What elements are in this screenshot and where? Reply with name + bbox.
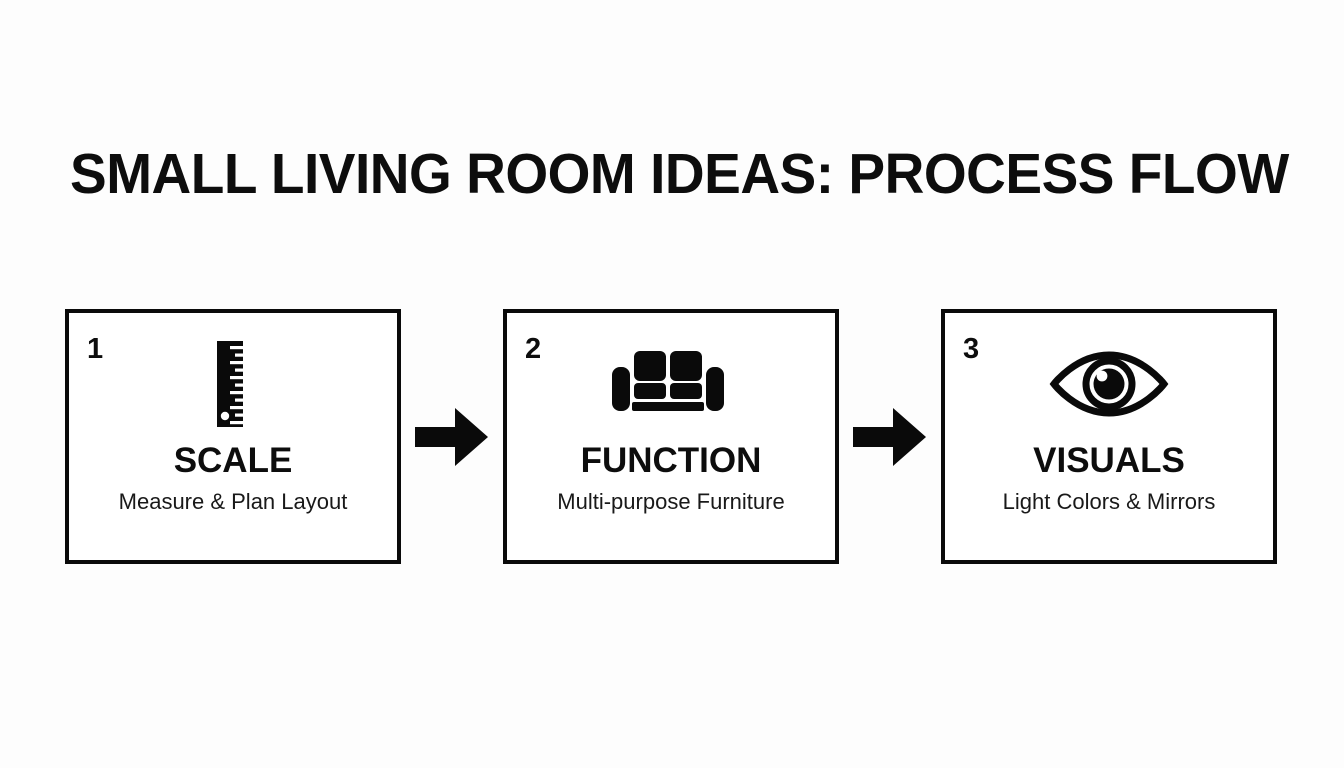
step-title: FUNCTION — [580, 441, 762, 480]
step-title: SCALE — [173, 441, 293, 480]
step-subtitle: Multi-purpose Furniture — [557, 488, 785, 514]
arrow-right-icon — [415, 406, 489, 468]
process-step-card-2[interactable]: 2 FUNCTION Multi-purpose Furnitur — [503, 309, 839, 564]
page-title: SMALL LIVING ROOM IDEAS: PROCESS FLOW — [70, 142, 1289, 206]
step-subtitle: Measure & Plan Layout — [118, 488, 348, 514]
step-number-badge: 1 — [87, 333, 104, 365]
process-step-card-1[interactable]: 1 SCALE Mea — [65, 309, 401, 564]
step-title: VISUALS — [1033, 441, 1185, 480]
process-flow-row: 1 SCALE Mea — [65, 309, 1277, 564]
step-number-badge: 3 — [963, 333, 980, 365]
arrow-right-icon — [853, 406, 927, 468]
eye-icon — [1044, 341, 1174, 427]
ruler-icon — [213, 341, 253, 427]
sofa-icon — [606, 341, 736, 427]
process-step-card-3[interactable]: 3 VISUALS Light Colors & Mirrors — [941, 309, 1277, 564]
step-subtitle: Light Colors & Mirrors — [1002, 488, 1216, 514]
step-number-badge: 2 — [525, 333, 542, 365]
